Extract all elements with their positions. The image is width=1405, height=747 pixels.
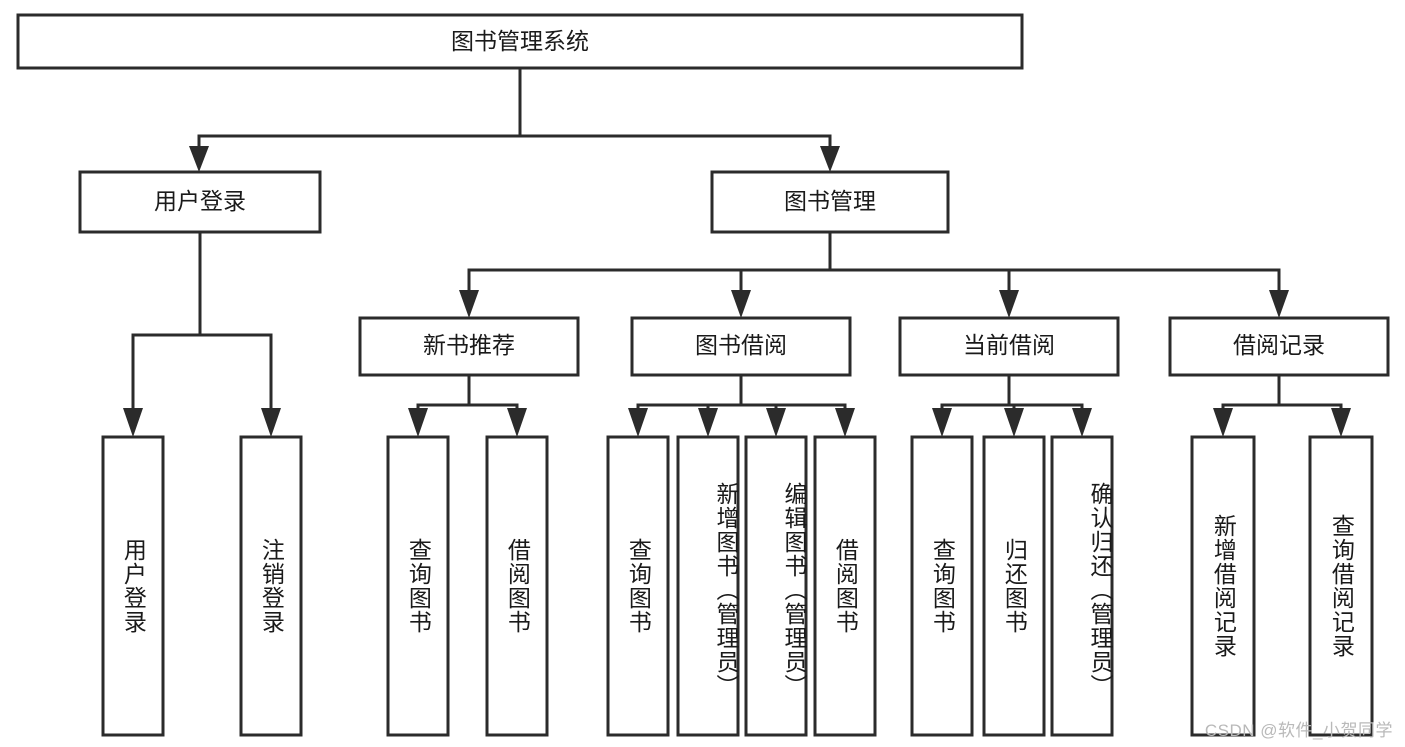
arrow-leaf-confirm-return: [1072, 408, 1092, 437]
node-user-login-label: 用户登录: [154, 188, 246, 214]
arrow-leaf-query-book-1: [408, 408, 428, 437]
leaf-box-confirm-return[interactable]: [1050, 435, 1114, 737]
leaf-box-query-book-1[interactable]: [386, 435, 450, 737]
node-new-book-recommend[interactable]: 新书推荐: [358, 316, 580, 377]
node-new-book-recommend-box[interactable]: [358, 316, 580, 377]
node-current-borrow-box[interactable]: [898, 316, 1120, 377]
connector-layer: [123, 66, 1351, 437]
arrow-leaf-add-record: [1213, 408, 1233, 437]
arrow-leaf-add-book: [698, 408, 718, 437]
node-book-borrow-label: 图书借阅: [695, 332, 787, 358]
leaf-box-query-book-2[interactable]: [606, 435, 670, 737]
arrow-leaf-user-login: [123, 408, 143, 437]
arrow-leaf-return-book: [1004, 408, 1024, 437]
arrow-to-new-book-rec: [459, 290, 479, 318]
arrow-leaf-query-book-3: [932, 408, 952, 437]
leaf-box-return-book[interactable]: [982, 435, 1046, 737]
node-book-management-box[interactable]: [710, 170, 950, 234]
node-borrow-record-label: 借阅记录: [1233, 332, 1325, 358]
arrow-to-user-login: [189, 146, 209, 172]
node-borrow-record[interactable]: 借阅记录: [1168, 316, 1390, 377]
arrow-to-borrow-record: [1269, 290, 1289, 318]
node-book-management-label: 图书管理: [784, 188, 876, 214]
leaf-box-query-book-3[interactable]: [910, 435, 974, 737]
leaf-box-edit-book[interactable]: [744, 435, 808, 737]
node-current-borrow[interactable]: 当前借阅: [898, 316, 1120, 377]
leaf-box-add-record[interactable]: [1190, 435, 1256, 737]
arrow-leaf-edit-book: [766, 408, 786, 437]
node-borrow-record-box[interactable]: [1168, 316, 1390, 377]
leaf-box-borrow-book-2[interactable]: [813, 435, 877, 737]
node-book-management[interactable]: 图书管理: [710, 170, 950, 234]
leaf-box-borrow-book-1[interactable]: [485, 435, 549, 737]
leaf-box-user-login[interactable]: [101, 435, 165, 737]
node-book-borrow[interactable]: 图书借阅: [630, 316, 852, 377]
node-root[interactable]: 图书管理系统: [16, 13, 1024, 70]
node-root-label: 图书管理系统: [451, 28, 589, 54]
node-current-borrow-label: 当前借阅: [963, 332, 1055, 358]
leaf-box-add-book[interactable]: [676, 435, 740, 737]
arrow-leaf-borrow-book-2: [835, 408, 855, 437]
arrow-leaf-borrow-book-1: [507, 408, 527, 437]
node-user-login[interactable]: 用户登录: [78, 170, 322, 234]
node-new-book-recommend-label: 新书推荐: [423, 332, 515, 358]
node-book-borrow-box[interactable]: [630, 316, 852, 377]
arrow-leaf-query-book-2: [628, 408, 648, 437]
leaf-box-query-record[interactable]: [1308, 435, 1374, 737]
arrow-leaf-query-record: [1331, 408, 1351, 437]
arrow-leaf-logout: [261, 408, 281, 437]
arrow-to-book-mgmt: [820, 146, 840, 172]
arrow-to-current-borrow: [999, 290, 1019, 318]
node-user-login-box[interactable]: [78, 170, 322, 234]
leaf-box-layer: [101, 435, 1374, 737]
leaf-box-logout[interactable]: [239, 435, 303, 737]
arrow-to-book-borrow: [731, 290, 751, 318]
node-root-box[interactable]: [16, 13, 1024, 70]
watermark-text: CSDN @软件_小贺同学: [1204, 721, 1393, 740]
